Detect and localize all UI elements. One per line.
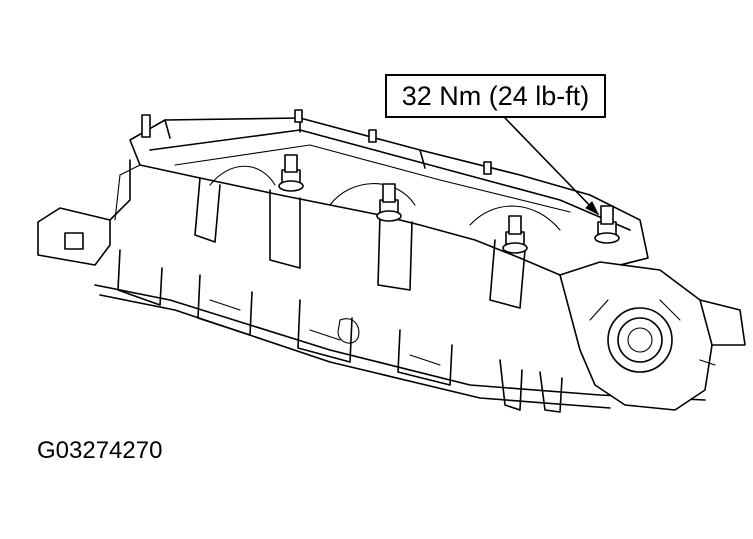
torque-spec-callout: 32 Nm (24 lb-ft) xyxy=(385,74,606,118)
bolt-icon xyxy=(278,154,304,192)
bolt-icon xyxy=(594,205,620,244)
bolt-icon xyxy=(502,215,528,254)
callout-leader xyxy=(504,117,600,216)
bolt-icon xyxy=(376,183,402,222)
left-bracket xyxy=(37,159,131,266)
throttle-body xyxy=(559,261,746,411)
figure-id: G03274270 xyxy=(37,437,163,464)
stud-icon xyxy=(141,109,492,175)
